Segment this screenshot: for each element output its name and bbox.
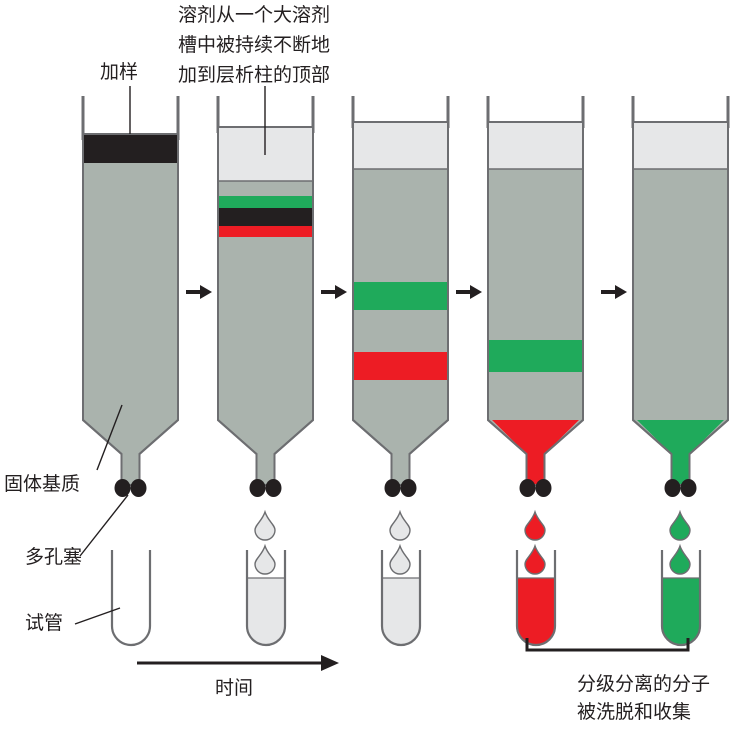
tube-liquid-3 — [382, 578, 420, 645]
eluting-tip-4 — [492, 420, 579, 485]
porous-plug-dot-left-2 — [249, 479, 266, 497]
time-arrow-head — [321, 655, 339, 671]
porous-plug-dot-right-4 — [535, 479, 552, 497]
tube-liquid-5 — [662, 578, 700, 645]
porous-plug-dot-left-5 — [664, 479, 681, 497]
columns-layer — [81, 96, 730, 647]
caption-solvent-line-2: 槽中被持续不断地 — [178, 34, 331, 56]
band-red-3 — [353, 352, 448, 380]
tube-liquid-2 — [247, 578, 285, 645]
droplet-5-2 — [669, 543, 691, 575]
band-green-4 — [488, 340, 583, 372]
column-contents-4 — [488, 122, 583, 485]
arrow-1-2 — [186, 285, 212, 299]
caption-solvent-line-1: 溶剂从一个大溶剂 — [178, 4, 331, 26]
sample-band-black-1 — [83, 134, 178, 163]
droplet-2-2 — [254, 543, 276, 575]
column-group-4 — [486, 96, 585, 647]
label-time-axis: 时间 — [215, 677, 254, 699]
porous-plug-dot-right-2 — [265, 479, 282, 497]
band-black-2 — [218, 208, 313, 226]
arrow-3-4-head — [470, 285, 482, 299]
label-solid-matrix: 固体基质 — [4, 473, 81, 495]
arrow-1-2-head — [200, 285, 212, 299]
arrow-4-5 — [601, 285, 627, 299]
band-green-3 — [353, 282, 448, 310]
caption-collected-line-1: 分级分离的分子 — [577, 673, 711, 695]
solvent-reservoir-3 — [353, 122, 448, 169]
solvent-reservoir-4 — [488, 122, 583, 169]
arrow-2-3 — [321, 285, 347, 299]
band-green-2 — [218, 196, 313, 208]
droplet-3-2 — [389, 543, 411, 575]
porous-plug-dot-right-3 — [400, 479, 417, 497]
leader-solid-matrix — [96, 404, 123, 471]
collection-bracket — [525, 638, 690, 652]
eluting-tip-5 — [637, 420, 724, 485]
droplet-4-1 — [524, 509, 546, 541]
tube-liquid-group-4 — [517, 578, 555, 645]
column-group-1 — [81, 96, 180, 647]
annotations-layer — [74, 86, 690, 671]
leader-test-tube — [74, 607, 121, 625]
caption-collected-line-2: 被洗脱和收集 — [577, 701, 692, 723]
test-tube-2 — [245, 550, 287, 647]
test-tube-1 — [110, 550, 152, 647]
test-tube-3 — [380, 550, 422, 647]
label-porous-plug: 多孔塞 — [25, 546, 83, 568]
porous-plug-dot-left-1 — [114, 479, 131, 497]
porous-plug-dot-left-4 — [519, 479, 536, 497]
column-contents-1 — [83, 134, 178, 163]
test-tube-4 — [515, 550, 557, 647]
arrow-3-4 — [456, 285, 482, 299]
column-group-3 — [351, 96, 450, 647]
label-load-sample: 加样 — [100, 61, 139, 83]
tube-liquid-group-3 — [382, 578, 420, 645]
leader-porous-plug — [79, 494, 129, 557]
droplet-2-1 — [254, 509, 276, 541]
tube-liquid-group-2 — [247, 578, 285, 645]
column-contents-3 — [353, 122, 448, 380]
band-red-2 — [218, 226, 313, 237]
caption-solvent-line-3: 加到层析柱的顶部 — [178, 64, 331, 86]
column-contents-5 — [633, 122, 728, 485]
droplet-5-1 — [669, 509, 691, 541]
porous-plug-dot-right-5 — [680, 479, 697, 497]
test-tube-5 — [660, 550, 702, 647]
arrow-2-3-head — [335, 285, 347, 299]
tube-liquid-4 — [517, 578, 555, 645]
column-group-5 — [631, 96, 730, 647]
porous-plug-dot-left-3 — [384, 479, 401, 497]
droplet-4-2 — [524, 543, 546, 575]
arrow-4-5-head — [615, 285, 627, 299]
column-group-2 — [216, 96, 315, 647]
solvent-reservoir-5 — [633, 122, 728, 169]
droplet-3-1 — [389, 509, 411, 541]
label-test-tube: 试管 — [25, 612, 64, 634]
tube-liquid-group-5 — [662, 578, 700, 645]
porous-plug-dot-right-1 — [130, 479, 147, 497]
